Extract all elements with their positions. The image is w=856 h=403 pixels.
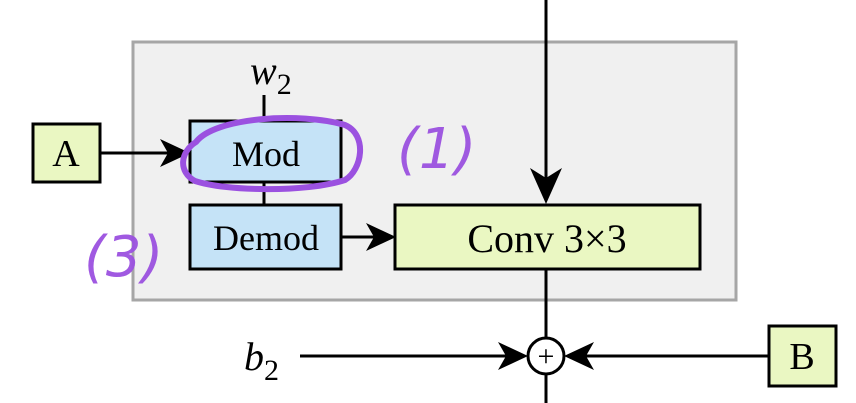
demod-to-conv-arrowhead [366,223,396,251]
b-box [767,324,838,388]
b-to-plus-arrowhead [564,342,594,370]
mod-highlight-circle [180,115,364,193]
a-label: A [52,133,80,175]
a-box [31,122,102,184]
w2-sub: 2 [277,68,292,101]
annotation-1: (1) [397,117,476,182]
demod-label: Demod [213,218,319,258]
conv-label: Conv 3×3 [467,216,626,261]
b2-base: b [244,334,264,379]
mod-label: Mod [232,134,300,174]
annotation-3: (3) [84,225,163,290]
plus-label: + [538,340,555,373]
w2-label: w2 [250,48,292,101]
a-to-mod-arrowhead [160,139,190,167]
top-input-arrowhead [530,168,562,204]
b2-label: b2 [244,334,279,387]
b-label: B [789,336,814,378]
w2-base: w [250,48,277,93]
demod-box [188,203,343,271]
b2-sub: 2 [264,354,279,387]
b2-arrowhead [498,342,528,370]
conv-box [393,203,702,271]
